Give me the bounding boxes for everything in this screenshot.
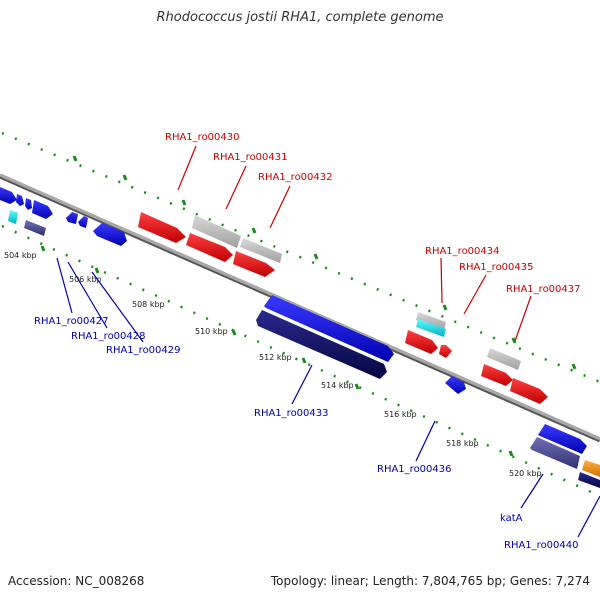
label-RHA1_ro00436[interactable]: RHA1_ro00436 bbox=[377, 464, 452, 475]
gene-cyan-left[interactable] bbox=[8, 210, 18, 224]
upper-dotted-track bbox=[1, 131, 600, 384]
bottom-strand-genes bbox=[8, 210, 600, 488]
gene-red-431[interactable] bbox=[186, 233, 233, 262]
kbp-labels: 504 kbp 506 kbp 508 kbp 510 kbp 512 kbp … bbox=[4, 251, 542, 478]
gene-red-437b[interactable] bbox=[510, 378, 548, 404]
label-katA[interactable]: katA bbox=[500, 513, 523, 524]
gene-red-432[interactable] bbox=[233, 251, 275, 277]
kbp-label-514: 514 kbp bbox=[321, 381, 354, 390]
gene-red-437a[interactable] bbox=[481, 364, 513, 386]
kbp-label-510: 510 kbp bbox=[195, 327, 228, 336]
genome-axis bbox=[0, 173, 600, 441]
gene-blue-427[interactable] bbox=[66, 212, 78, 224]
kbp-label-506: 506 kbp bbox=[69, 275, 102, 284]
kbp-label-518: 518 kbp bbox=[446, 439, 479, 448]
gene-RHA1_ro00433[interactable] bbox=[264, 295, 394, 362]
gene-RHA1_ro00432[interactable] bbox=[240, 238, 282, 263]
gene-left-blue-2[interactable] bbox=[16, 194, 24, 206]
accession-text: Accession: NC_008268 bbox=[8, 574, 145, 588]
label-RHA1_ro00435[interactable]: RHA1_ro00435 bbox=[459, 262, 534, 273]
gene-navy-433[interactable] bbox=[256, 310, 387, 379]
gene-cyan-434[interactable] bbox=[416, 319, 446, 337]
gene-slate-left[interactable] bbox=[24, 220, 46, 236]
gene-RHA1_ro00437[interactable] bbox=[487, 348, 521, 370]
gene-RHA1_ro00434[interactable] bbox=[416, 312, 446, 330]
label-RHA1_ro00434[interactable]: RHA1_ro00434 bbox=[425, 246, 500, 257]
gene-left-blue-4[interactable] bbox=[32, 200, 53, 219]
label-RHA1_ro00428[interactable]: RHA1_ro00428 bbox=[71, 331, 146, 342]
gene-RHA1_ro00440-orange[interactable] bbox=[582, 460, 600, 477]
label-RHA1_ro00433[interactable]: RHA1_ro00433 bbox=[254, 408, 329, 419]
track-major-ticks bbox=[40, 155, 577, 457]
top-strand-genes bbox=[0, 187, 548, 404]
gene-RHA1_ro00440-navy[interactable] bbox=[578, 472, 600, 488]
gene-left-blue-3[interactable] bbox=[25, 198, 32, 210]
kbp-label-520: 520 kbp bbox=[509, 469, 542, 478]
gene-RHA1_ro00436[interactable] bbox=[445, 376, 466, 394]
kbp-label-508: 508 kbp bbox=[132, 300, 165, 309]
label-RHA1_ro00429[interactable]: RHA1_ro00429 bbox=[106, 345, 181, 356]
top-label-leaders bbox=[177, 145, 532, 342]
genome-title: Rhodococcus jostii RHA1, complete genome bbox=[156, 10, 444, 25]
gene-RHA1_ro00430[interactable] bbox=[138, 212, 186, 243]
gene-RHA1_ro00435[interactable] bbox=[405, 330, 438, 354]
label-RHA1_ro00437[interactable]: RHA1_ro00437 bbox=[506, 284, 581, 295]
top-gene-labels: RHA1_ro00430 RHA1_ro00431 RHA1_ro00432 R… bbox=[165, 132, 581, 295]
gene-RHA1_ro00431[interactable] bbox=[192, 215, 241, 248]
kbp-label-512: 512 kbp bbox=[259, 353, 292, 362]
genome-stats-text: Topology: linear; Length: 7,804,765 bp; … bbox=[270, 574, 590, 588]
label-RHA1_ro00440[interactable]: RHA1_ro00440 bbox=[504, 540, 579, 551]
kbp-label-516: 516 kbp bbox=[384, 410, 417, 419]
gene-left-blue-1[interactable] bbox=[0, 187, 17, 204]
label-RHA1_ro00427[interactable]: RHA1_ro00427 bbox=[34, 316, 109, 327]
label-RHA1_ro00431[interactable]: RHA1_ro00431 bbox=[213, 152, 288, 163]
gene-red-small[interactable] bbox=[439, 345, 452, 358]
gene-slate-katA[interactable] bbox=[530, 437, 580, 469]
gene-katA[interactable] bbox=[538, 424, 587, 454]
bottom-label-leaders bbox=[56, 257, 600, 538]
label-RHA1_ro00430[interactable]: RHA1_ro00430 bbox=[165, 132, 240, 143]
bottom-gene-labels: RHA1_ro00427 RHA1_ro00428 RHA1_ro00429 R… bbox=[34, 316, 579, 551]
label-RHA1_ro00432[interactable]: RHA1_ro00432 bbox=[258, 172, 333, 183]
kbp-label-504: 504 kbp bbox=[4, 251, 37, 260]
lower-dotted-track bbox=[1, 224, 600, 498]
gene-blue-428[interactable] bbox=[78, 216, 88, 228]
gene-RHA1_ro00429[interactable] bbox=[93, 223, 127, 246]
